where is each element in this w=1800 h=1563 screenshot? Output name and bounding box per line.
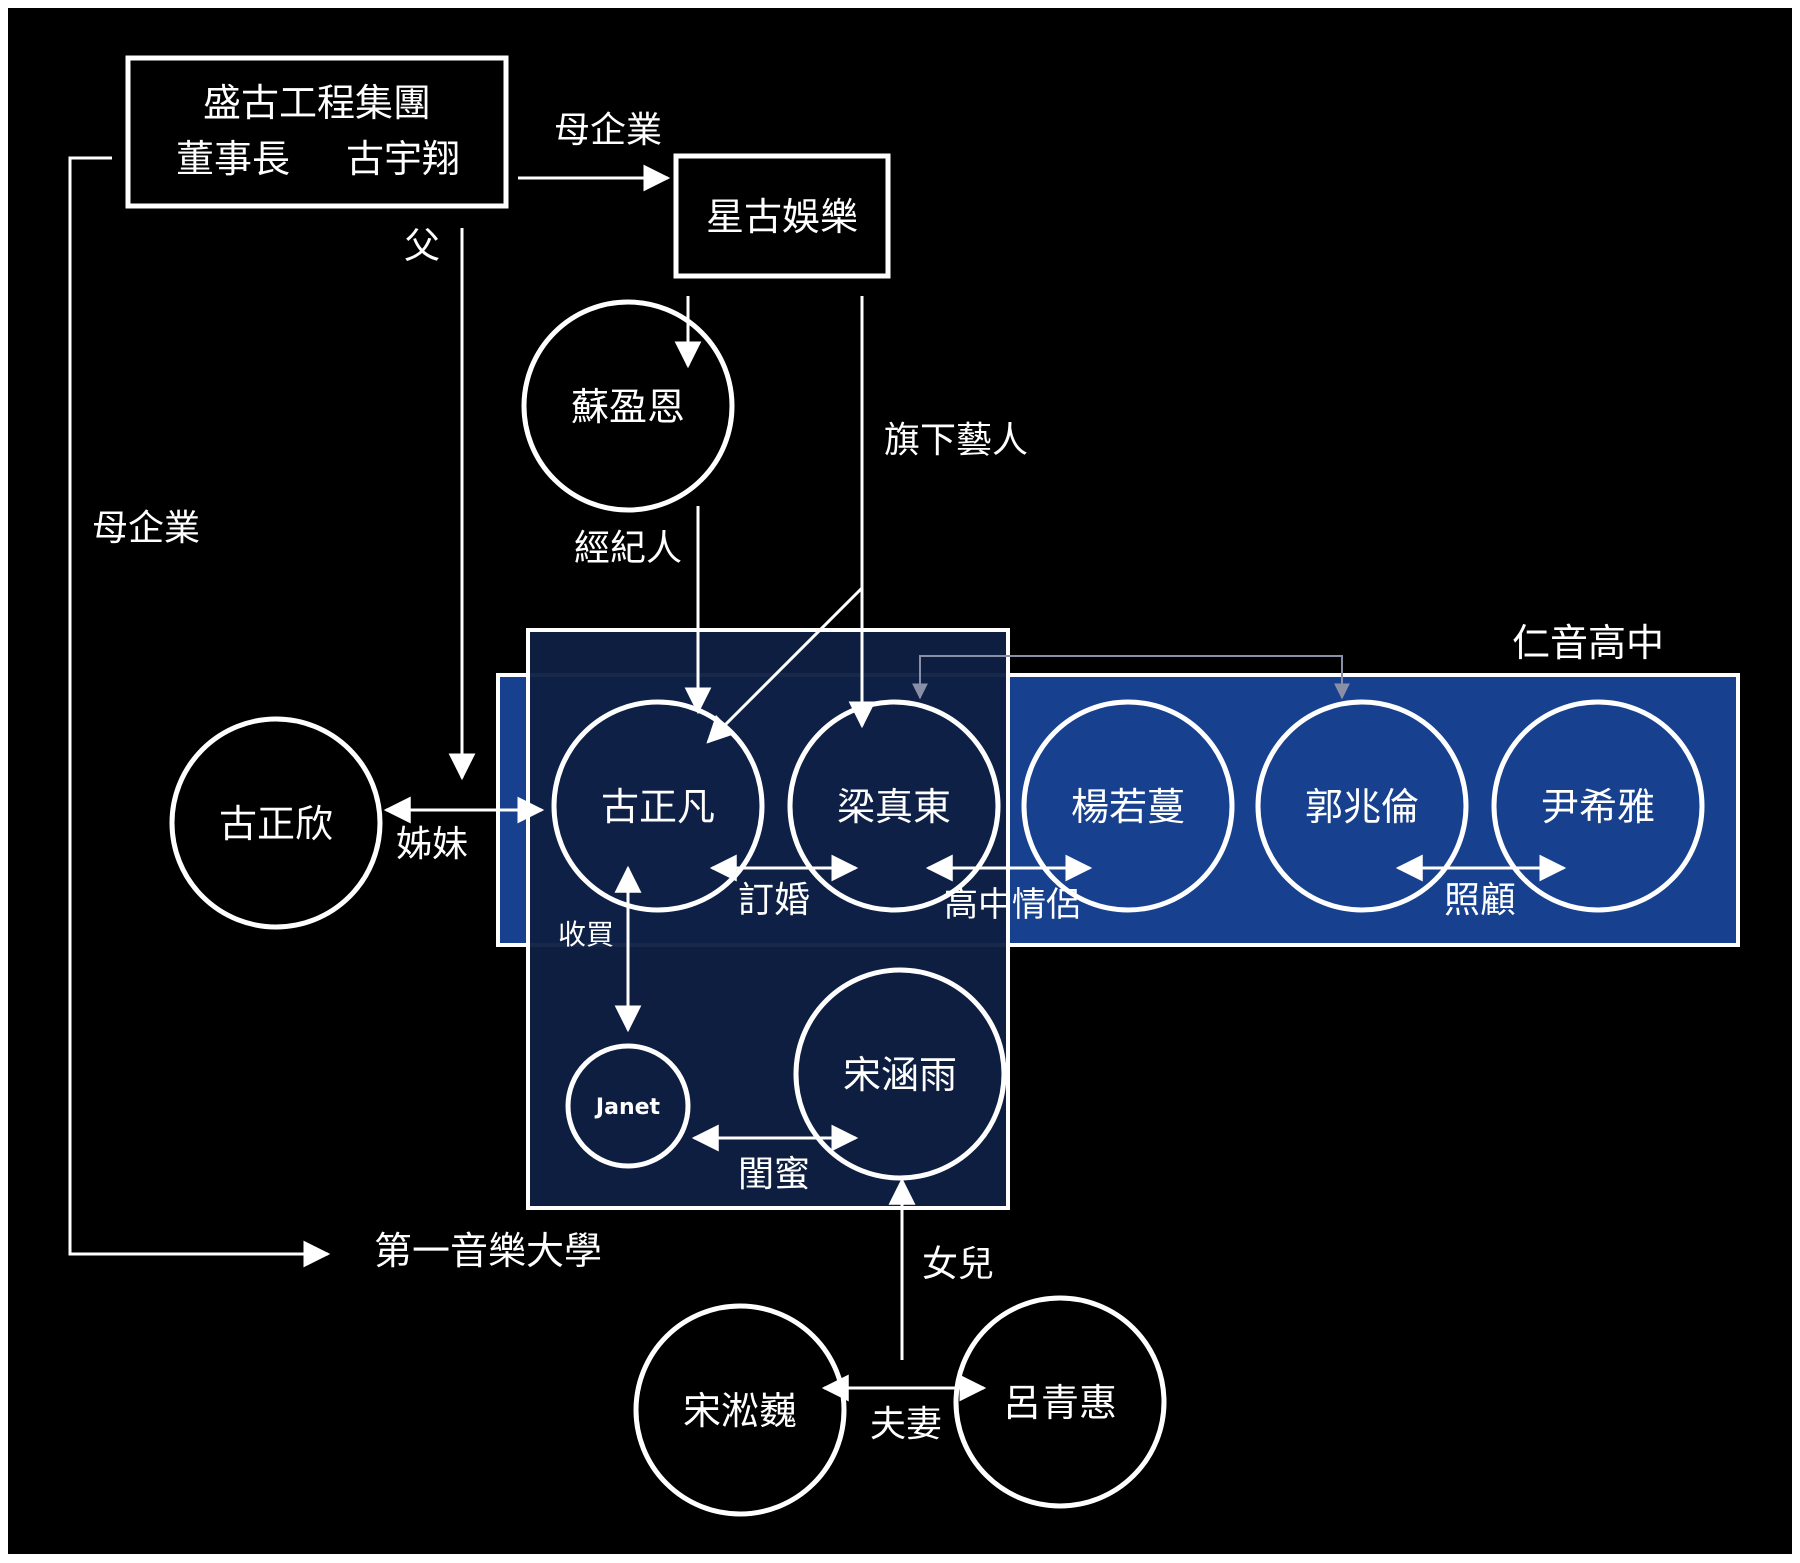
diagram-frame: 仁音高中 盛古工程集團 董事長 古宇翔 星古娛樂 母企業 母企業 第一音樂大學 … [8,8,1792,1554]
subsidiary-box [673,153,891,279]
label-best-friends: 閨蜜 [738,1154,810,1195]
node-song-hanyu-label: 宋涵雨 [843,1053,957,1097]
node-guo-zhaolun-label: 郭兆倫 [1305,785,1419,829]
university-label: 第一音樂大學 [374,1229,602,1273]
school-label: 仁音高中 [1512,621,1664,665]
subsidiary-name: 星古娛樂 [706,195,858,239]
label-spouses: 夫妻 [870,1404,942,1445]
label-manager: 經紀人 [574,528,682,569]
node-su-yingen: 蘇盈恩 [521,299,735,513]
node-yin-xiya-label: 尹希雅 [1541,785,1655,829]
chairman-name: 古宇翔 [346,137,460,181]
node-yang-ruoman-label: 楊若蔓 [1071,785,1185,829]
parent-company-name: 盛古工程集團 [203,81,431,125]
label-daughter: 女兒 [922,1244,994,1285]
node-song-songwei-label: 宋淞巍 [683,1389,797,1433]
node-su-yingen-label: 蘇盈恩 [571,385,685,429]
label-siblings: 姊妹 [396,824,468,865]
node-gu-zhengfan-label: 古正凡 [601,785,715,829]
label-parent-company-side: 母企業 [92,508,200,549]
chairman-title: 董事長 [176,137,290,181]
edge-dim-connector [912,655,1350,700]
relationship-diagram: 仁音高中 盛古工程集團 董事長 古宇翔 星古娛樂 母企業 母企業 第一音樂大學 … [68,55,1740,1517]
node-yin-xiya: 尹希雅 [1491,699,1705,913]
label-hs-couple: 高中情侶 [944,885,1080,925]
node-gu-zhengxin-label: 古正欣 [219,802,333,846]
group-region [526,628,1010,1210]
edge-artist-diagonal [706,586,864,744]
node-song-songwei: 宋淞巍 [633,1303,847,1517]
node-liang-zhendong-label: 梁真東 [837,785,951,829]
node-lu-qinghui-label: 呂青惠 [1003,1381,1117,1425]
label-artist: 旗下藝人 [884,420,1028,461]
parent-company-box [125,55,509,209]
node-gu-zhengxin: 古正欣 [169,716,383,930]
label-engaged: 訂婚 [738,880,810,921]
node-lu-qinghui: 呂青惠 [953,1295,1167,1509]
node-gu-zhengfan: 古正凡 [551,699,765,913]
node-yang-ruoman: 楊若蔓 [1021,699,1235,913]
edge-parent-to-university [68,156,331,1268]
node-song-hanyu: 宋涵雨 [793,967,1007,1181]
label-parent-company-top: 母企業 [554,110,662,151]
node-janet-label: Janet [594,1095,661,1120]
node-liang-zhendong: 梁真東 [787,699,1001,913]
label-care: 照顧 [1444,880,1516,921]
node-guo-zhaolun: 郭兆倫 [1255,699,1469,913]
label-bribe: 收買 [558,918,614,951]
node-janet: Janet [565,1043,691,1169]
label-father: 父 [404,226,440,267]
